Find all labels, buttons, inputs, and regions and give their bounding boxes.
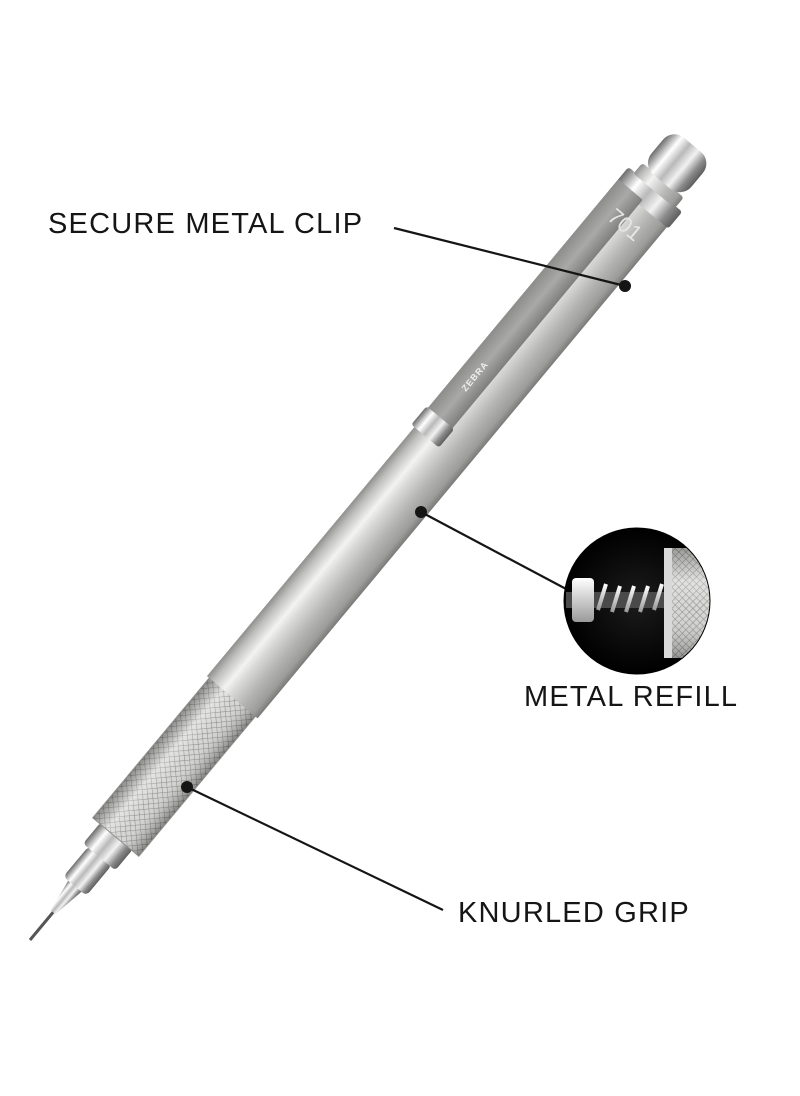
pen-top-collar — [615, 168, 682, 228]
callout-label-knurled-grip: KNURLED GRIP — [458, 897, 690, 929]
refill-spring — [596, 583, 664, 613]
pen: ZEBRA 701 — [28, 134, 707, 941]
pen-barrel — [206, 176, 674, 719]
refill-left-cap — [572, 578, 594, 622]
callout-clip-leader — [393, 226, 631, 292]
callout-clip-dot — [619, 280, 631, 292]
callout-grip-dot — [181, 781, 193, 793]
pen-front-section — [65, 847, 110, 894]
pen-click-button — [647, 134, 707, 193]
pen-front-collar — [84, 823, 132, 869]
pen-top-ring — [634, 164, 683, 207]
metal-refill-inset — [563, 527, 711, 675]
callout-label-secure-metal-clip: SECURE METAL CLIP — [48, 208, 364, 240]
pen-clip: ZEBRA 701 — [412, 180, 647, 447]
pen-tip — [28, 908, 57, 941]
callout-refill-dot — [415, 506, 427, 518]
callout-grip-leader — [181, 781, 444, 911]
callout-refill-leader — [415, 506, 569, 591]
pen-cone — [50, 878, 84, 915]
knurled-grip — [92, 676, 257, 857]
callout-label-metal-refill: METAL REFILL — [524, 681, 739, 713]
